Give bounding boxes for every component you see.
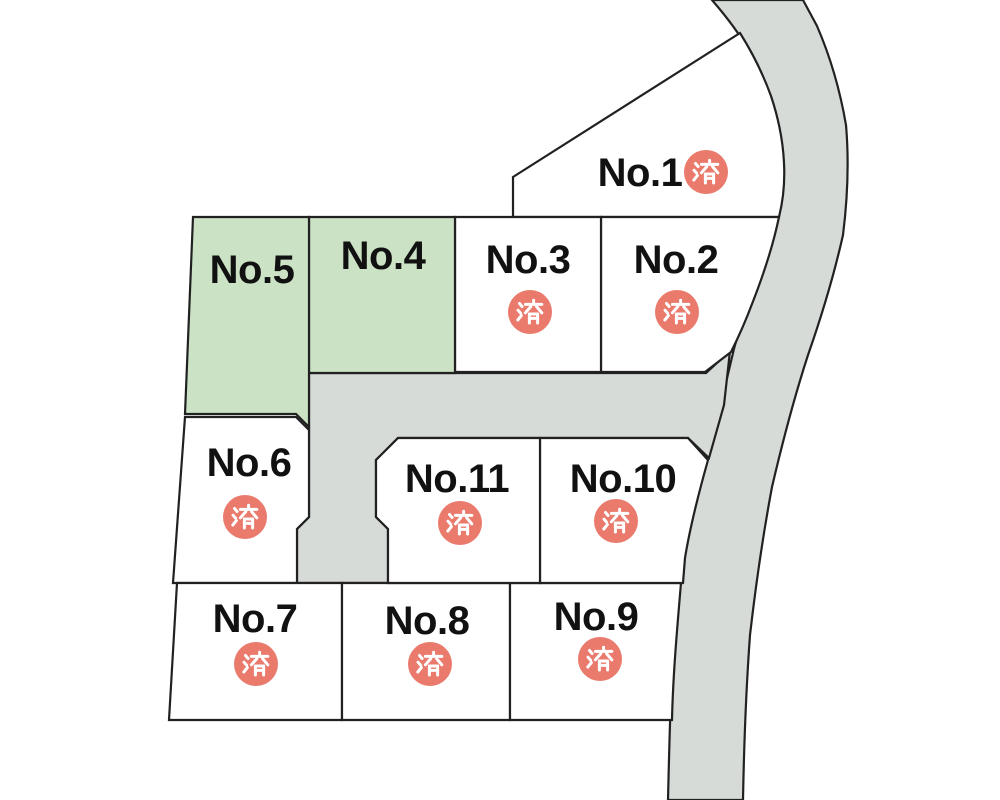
sold-badge-no8 bbox=[408, 642, 452, 686]
sold-badge-circle bbox=[594, 499, 638, 543]
sold-badge-no9 bbox=[578, 637, 622, 681]
lot-label-no7: No.7 bbox=[213, 597, 298, 641]
sold-badge-circle bbox=[234, 642, 278, 686]
sold-badge-circle bbox=[578, 637, 622, 681]
lot-label-no10: No.10 bbox=[570, 457, 676, 501]
lot-label-no11: No.11 bbox=[405, 457, 509, 501]
sold-badge-no2 bbox=[655, 290, 699, 334]
lot-label-no9: No.9 bbox=[554, 595, 639, 639]
sold-badge-circle bbox=[508, 290, 552, 334]
sold-badge-no7 bbox=[234, 642, 278, 686]
lot-label-no5: No.5 bbox=[210, 248, 295, 292]
sold-badge-circle bbox=[223, 495, 267, 539]
sold-badge-circle bbox=[408, 642, 452, 686]
sold-badge-no10 bbox=[594, 499, 638, 543]
lot-shape-no5[interactable] bbox=[183, 215, 311, 430]
lot-label-no1: No.1 bbox=[598, 151, 683, 195]
lot-label-no8: No.8 bbox=[385, 599, 470, 643]
lot-label-no4: No.4 bbox=[341, 234, 427, 278]
sold-badge-no1 bbox=[684, 150, 728, 194]
lot-label-no3: No.3 bbox=[486, 238, 571, 282]
sold-badge-circle bbox=[655, 290, 699, 334]
lot-label-no2: No.2 bbox=[634, 238, 719, 282]
lot-label-no6: No.6 bbox=[207, 441, 292, 485]
sold-badge-circle bbox=[684, 150, 728, 194]
sold-badge-no3 bbox=[508, 290, 552, 334]
sold-badge-circle bbox=[438, 501, 482, 545]
sold-badge-no11 bbox=[438, 501, 482, 545]
sold-badge-no6 bbox=[223, 495, 267, 539]
